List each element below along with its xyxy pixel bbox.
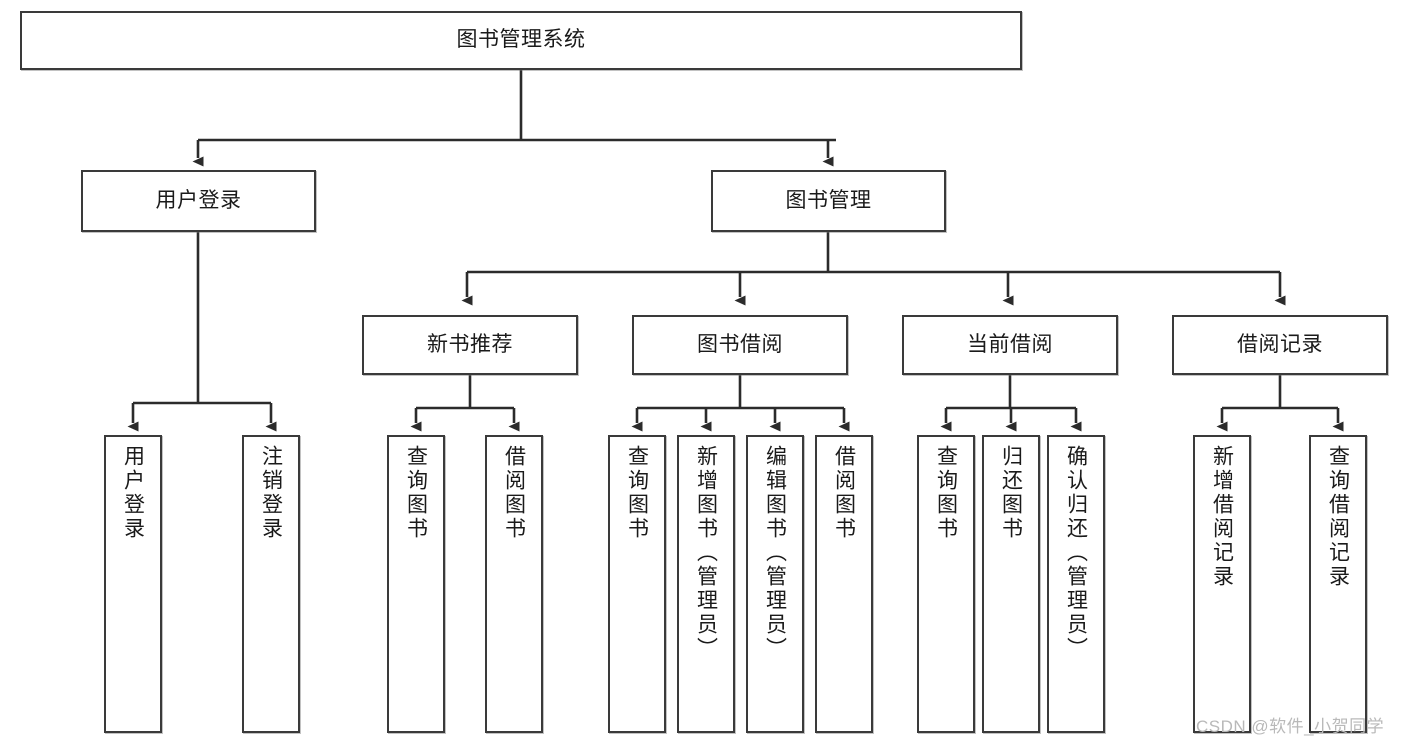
node-leaf-return-book-label: 归还图书 xyxy=(999,445,1023,541)
node-leaf-edit-book[interactable]: 编辑图书（管理员） xyxy=(746,435,804,733)
node-leaf-add-book-label: 新增图书（管理员） xyxy=(694,445,718,661)
node-leaf-query-book-2-label: 查询图书 xyxy=(625,445,649,541)
node-leaf-query-book-3[interactable]: 查询图书 xyxy=(917,435,975,733)
node-borrow-record-label: 借阅记录 xyxy=(1237,332,1323,356)
node-leaf-confirm-return-label: 确认归还（管理员） xyxy=(1064,445,1088,661)
node-current-borrow-label: 当前借阅 xyxy=(967,332,1053,356)
node-user-login[interactable]: 用户登录 xyxy=(81,170,316,232)
node-leaf-query-borrow-record[interactable]: 查询借阅记录 xyxy=(1309,435,1367,733)
node-leaf-add-book[interactable]: 新增图书（管理员） xyxy=(677,435,735,733)
node-leaf-query-book-2[interactable]: 查询图书 xyxy=(608,435,666,733)
node-book-borrow[interactable]: 图书借阅 xyxy=(632,315,848,375)
node-new-book-recommend-label: 新书推荐 xyxy=(427,332,513,356)
node-leaf-add-borrow-record-label: 新增借阅记录 xyxy=(1210,445,1234,589)
node-borrow-record[interactable]: 借阅记录 xyxy=(1172,315,1388,375)
node-book-manage-label: 图书管理 xyxy=(785,188,872,212)
node-leaf-query-book-1-label: 查询图书 xyxy=(404,445,428,541)
node-leaf-query-book-1[interactable]: 查询图书 xyxy=(387,435,445,733)
node-leaf-borrow-book-2[interactable]: 借阅图书 xyxy=(815,435,873,733)
node-leaf-borrow-book-1-label: 借阅图书 xyxy=(502,445,526,541)
node-leaf-confirm-return[interactable]: 确认归还（管理员） xyxy=(1047,435,1105,733)
node-leaf-user-login[interactable]: 用户登录 xyxy=(104,435,162,733)
node-leaf-return-book[interactable]: 归还图书 xyxy=(982,435,1040,733)
node-new-book-recommend[interactable]: 新书推荐 xyxy=(362,315,578,375)
node-leaf-borrow-book-2-label: 借阅图书 xyxy=(832,445,856,541)
node-current-borrow[interactable]: 当前借阅 xyxy=(902,315,1118,375)
node-leaf-user-login-label: 用户登录 xyxy=(121,445,145,541)
node-leaf-query-book-3-label: 查询图书 xyxy=(934,445,958,541)
node-leaf-logout-login-label: 注销登录 xyxy=(259,445,283,541)
node-leaf-add-borrow-record[interactable]: 新增借阅记录 xyxy=(1193,435,1251,733)
node-leaf-query-borrow-record-label: 查询借阅记录 xyxy=(1326,445,1350,589)
node-root-label: 图书管理系统 xyxy=(456,28,586,52)
node-root[interactable]: 图书管理系统 xyxy=(20,11,1022,70)
node-user-login-label: 用户登录 xyxy=(155,188,242,212)
node-book-manage[interactable]: 图书管理 xyxy=(711,170,946,232)
watermark: CSDN @软件_小贺同学 xyxy=(1196,717,1385,736)
node-leaf-logout-login[interactable]: 注销登录 xyxy=(242,435,300,733)
node-book-borrow-label: 图书借阅 xyxy=(697,332,783,356)
node-leaf-edit-book-label: 编辑图书（管理员） xyxy=(763,445,787,661)
node-leaf-borrow-book-1[interactable]: 借阅图书 xyxy=(485,435,543,733)
